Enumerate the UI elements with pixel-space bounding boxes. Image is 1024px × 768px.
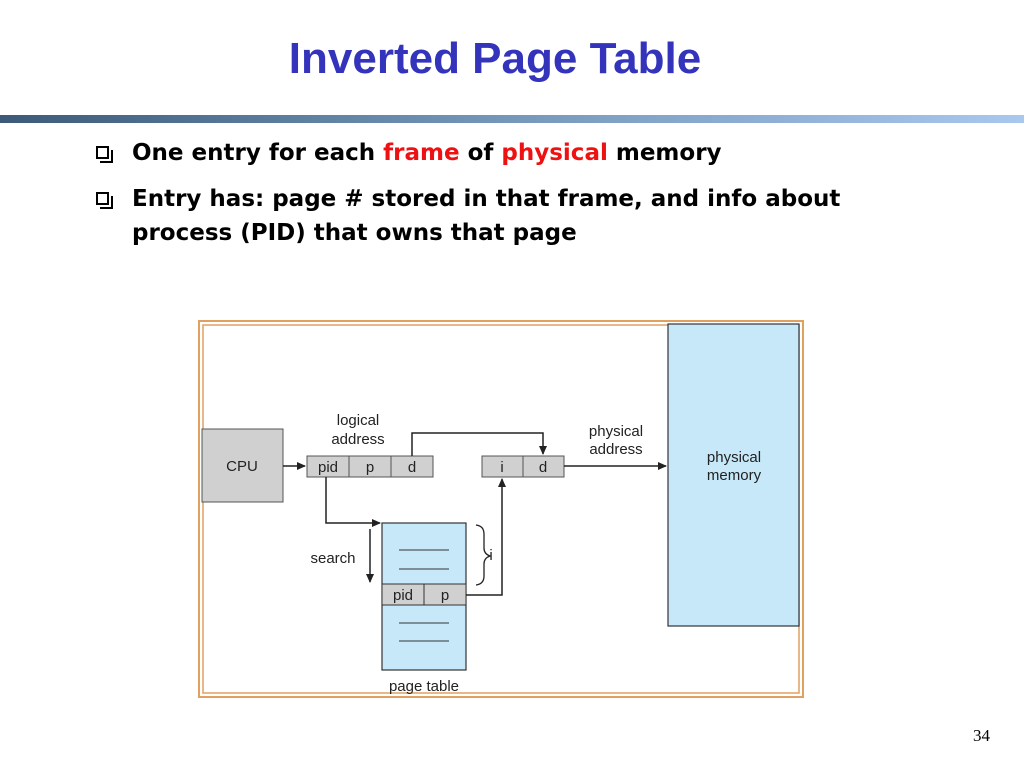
table-entry-p-label: p bbox=[441, 587, 449, 604]
diagram-svg: physical memory CPU logical address pid … bbox=[198, 320, 804, 698]
bullet-box-icon bbox=[96, 146, 113, 163]
page-number: 34 bbox=[973, 726, 990, 745]
index-label: i bbox=[489, 547, 492, 564]
title-divider bbox=[0, 115, 1024, 123]
offset-copy-arrow bbox=[411, 432, 547, 456]
page-table-label: page table bbox=[389, 678, 459, 695]
physical-memory-label: physical bbox=[707, 449, 761, 466]
index-brace bbox=[475, 524, 493, 586]
logical-field-p-label: p bbox=[366, 459, 374, 476]
table-entry-pid-label: pid bbox=[393, 587, 413, 604]
bullet-text: memory bbox=[607, 140, 722, 166]
bullet-box-icon bbox=[96, 192, 113, 209]
bullet-item: One entry for each frame of physical mem… bbox=[96, 136, 956, 170]
bullet-text: One entry for each bbox=[132, 140, 384, 166]
bullet-list: One entry for each frame of physical mem… bbox=[96, 136, 956, 262]
pid-to-page-table-arrow bbox=[325, 477, 381, 527]
physical-memory-label: memory bbox=[707, 467, 762, 484]
physical-memory-box bbox=[667, 323, 800, 627]
logical-address-label: address bbox=[331, 431, 384, 448]
bullet-item: Entry has: page # stored in that frame, … bbox=[96, 182, 956, 250]
logical-address-label: logical bbox=[337, 412, 380, 429]
physical-address-label: physical bbox=[589, 423, 643, 440]
logical-field-pid-label: pid bbox=[318, 459, 338, 476]
search-label: search bbox=[310, 550, 355, 567]
bullet-highlight-frame: frame bbox=[383, 140, 460, 166]
inverted-page-table-diagram: physical memory CPU logical address pid … bbox=[198, 320, 804, 698]
bullet-text-line-2: process (PID) that owns that page bbox=[132, 220, 577, 246]
bullet-text: of bbox=[459, 140, 502, 166]
index-to-physical-arrow bbox=[466, 478, 506, 596]
slide-title: Inverted Page Table bbox=[288, 34, 702, 83]
cpu-label: CPU bbox=[226, 458, 258, 475]
physical-address-label: address bbox=[589, 441, 642, 458]
logical-field-d-label: d bbox=[408, 459, 416, 476]
bullet-text-line-1: Entry has: page # stored in that frame, … bbox=[132, 186, 841, 212]
physical-field-i-label: i bbox=[500, 459, 503, 476]
bullet-highlight-physical: physical bbox=[501, 140, 608, 166]
physical-field-d-label: d bbox=[539, 459, 547, 476]
